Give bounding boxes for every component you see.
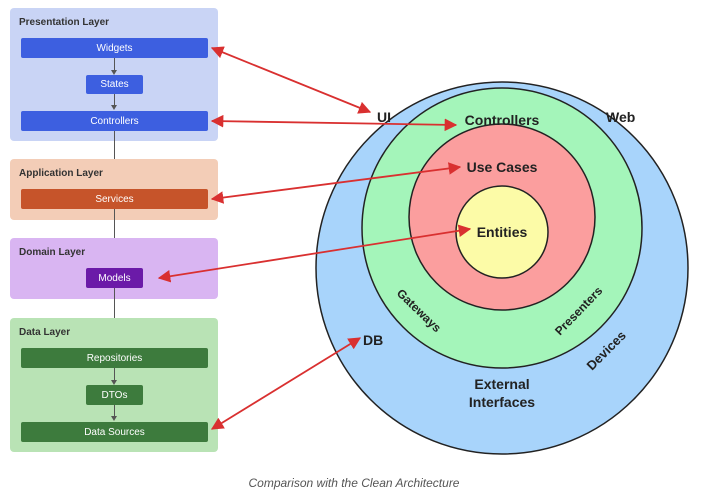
arrow-services-usecases [210, 162, 462, 204]
arrowhead-controllers [111, 105, 117, 110]
connector-domain-data [114, 288, 115, 347]
dtos-box: DTOs [86, 385, 143, 405]
presentation-layer-title: Presentation Layer [19, 17, 110, 28]
services-box: Services [21, 189, 208, 209]
domain-layer-title: Domain Layer [19, 247, 86, 258]
arrow-datasources-db [210, 337, 362, 430]
data-layer-title: Data Layer [19, 327, 71, 338]
connector-repositories-dtos [114, 368, 115, 381]
models-box: Models [86, 268, 143, 288]
connector-dtos-datasources [114, 405, 115, 417]
connector-states-controllers [114, 94, 115, 106]
interfaces-label: Interfaces [469, 394, 535, 410]
widgets-box: Widgets [21, 38, 208, 58]
data-sources-box: Data Sources [21, 422, 208, 442]
controllers-label: Controllers [465, 112, 540, 128]
figure-caption: Comparison with the Clean Architecture [248, 476, 460, 490]
controllers-box: Controllers [21, 111, 208, 131]
web-label: Web [606, 109, 635, 125]
arrowhead-states [111, 70, 117, 75]
use-cases-label: Use Cases [467, 159, 538, 175]
connector-widgets-states [114, 58, 115, 71]
entities-label: Entities [477, 224, 528, 240]
arrowhead-datasources [111, 416, 117, 421]
application-layer-title: Application Layer [19, 168, 103, 179]
db-label: DB [363, 332, 383, 348]
connector-presentation-application [114, 131, 115, 183]
repositories-box: Repositories [21, 348, 208, 368]
arrow-controllers-controllers [210, 114, 458, 132]
arrowhead-dtos [111, 380, 117, 385]
external-label: External [474, 376, 529, 392]
connector-application-domain [114, 209, 115, 263]
states-box: States [86, 75, 143, 94]
arrow-widgets-ui [210, 46, 372, 114]
ui-label: UI [377, 109, 391, 125]
arrow-models-entities [157, 224, 472, 283]
